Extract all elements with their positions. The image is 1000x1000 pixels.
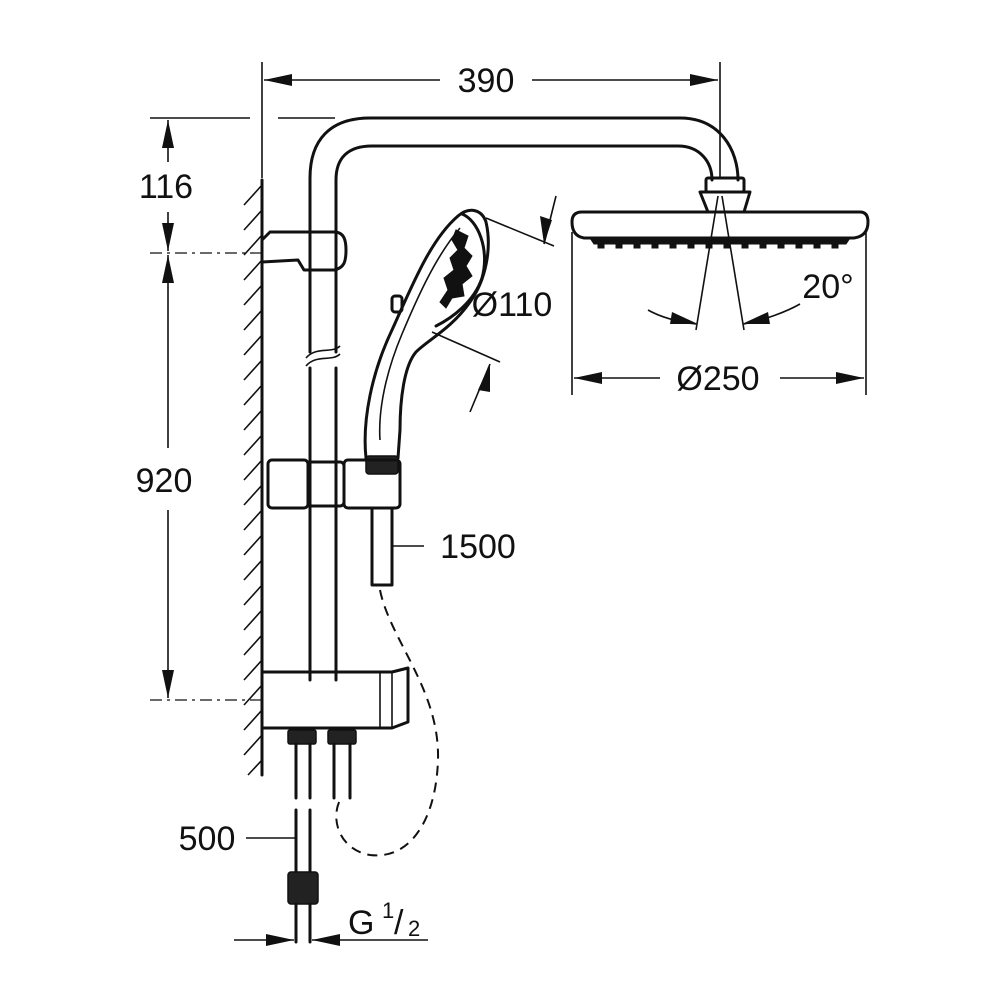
rail-holders bbox=[260, 230, 402, 587]
hand-shower-diameter-label: Ø110 bbox=[472, 286, 553, 324]
head-shower bbox=[570, 176, 870, 331]
hand-shower bbox=[363, 208, 490, 475]
extension-lines bbox=[150, 62, 867, 701]
thread-denominator: 2 bbox=[408, 916, 420, 941]
tilt-angle-label: 20° bbox=[802, 268, 853, 306]
thread-slash: / bbox=[394, 904, 404, 942]
spray-nozzles bbox=[597, 243, 839, 249]
hose-length-label: 1500 bbox=[440, 528, 516, 566]
head-shower-diameter-label: Ø250 bbox=[676, 360, 759, 398]
arm-length-label: 390 bbox=[458, 62, 515, 100]
thread-size-label: G 1 / 2 bbox=[348, 898, 420, 942]
shower-rail bbox=[305, 116, 740, 682]
wall bbox=[243, 178, 264, 777]
thermostat-mixer bbox=[260, 666, 410, 944]
dimension-lines bbox=[162, 74, 864, 946]
rail-height-label: 920 bbox=[136, 462, 193, 500]
supply-length-label: 500 bbox=[179, 820, 236, 858]
top-offset-label: 116 bbox=[139, 168, 193, 206]
thread-letter: G bbox=[348, 904, 374, 942]
flexible-hose bbox=[335, 589, 440, 857]
thread-numerator: 1 bbox=[382, 898, 394, 923]
